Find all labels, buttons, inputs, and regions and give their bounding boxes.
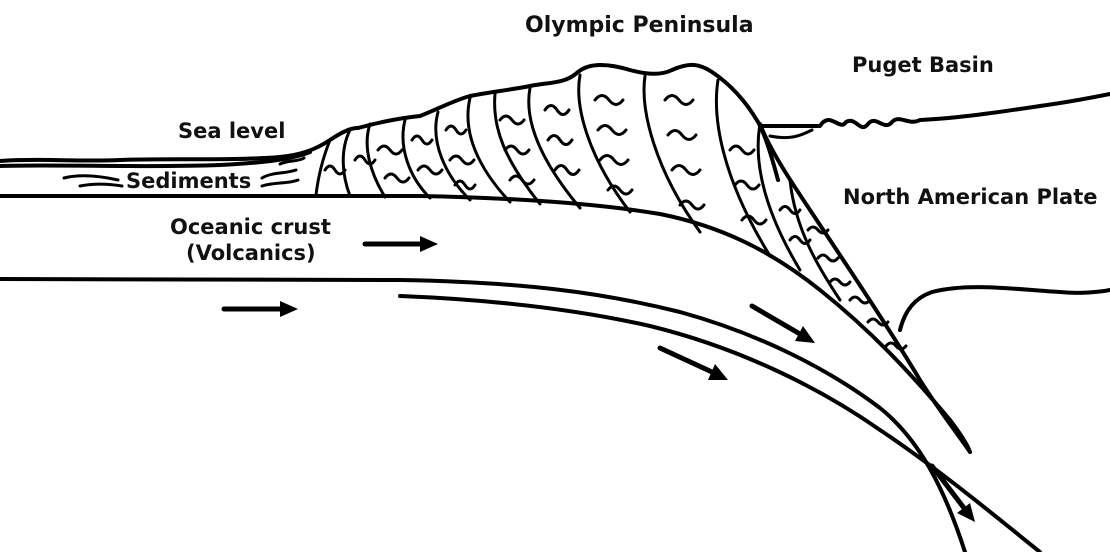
slab-base-line: [400, 296, 1040, 552]
label-sea-level: Sea level: [178, 119, 285, 143]
thrust-slices: [316, 75, 840, 300]
label-oceanic-crust: Oceanic crust: [170, 215, 331, 239]
label-puget-basin: Puget Basin: [852, 53, 994, 77]
label-volcanics: (Volcanics): [186, 241, 316, 265]
motion-arrow-icon: [660, 348, 728, 380]
puget-basin-surface: [760, 94, 1110, 127]
motion-arrow-icon: [224, 301, 298, 317]
oceanic-crust-bottom-line: [0, 279, 965, 552]
label-north-american-plate: North American Plate: [843, 185, 1098, 209]
label-olympic-peninsula: Olympic Peninsula: [525, 13, 754, 38]
peninsula-outline: [358, 65, 778, 180]
basin-fill-line: [770, 130, 812, 138]
wedge-backstop-line: [760, 124, 970, 452]
motion-arrow-icon: [752, 306, 815, 343]
label-sediments: Sediments: [126, 169, 251, 193]
motion-arrow-icon: [365, 236, 438, 252]
north-american-plate-base: [900, 287, 1110, 330]
